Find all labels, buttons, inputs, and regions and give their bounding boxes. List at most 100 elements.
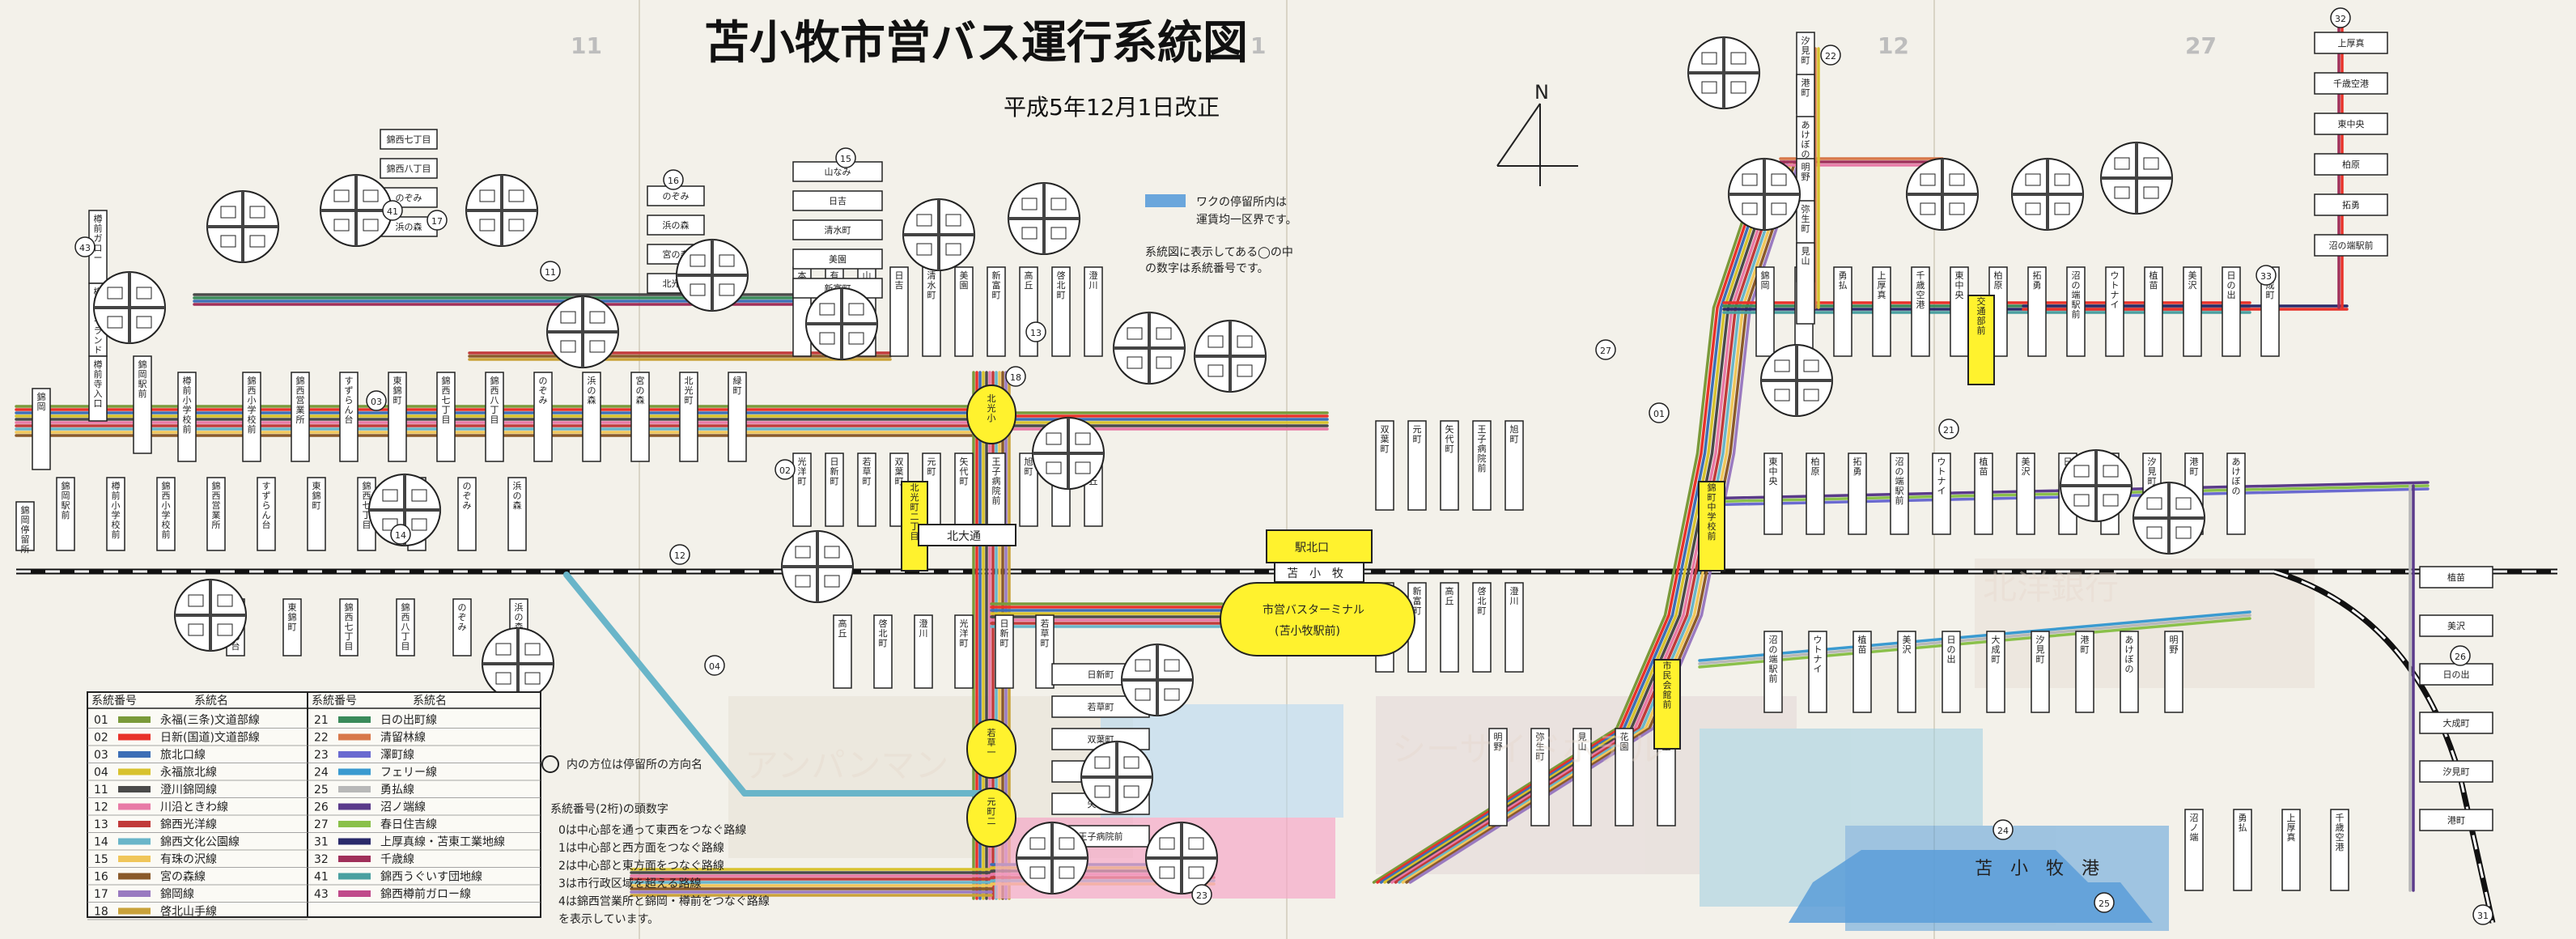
stop-name: 港町 bbox=[2081, 635, 2090, 655]
legend-swatch bbox=[338, 786, 371, 792]
stop-name: 汐見町 bbox=[2036, 634, 2045, 665]
stop-box bbox=[1932, 453, 1951, 535]
legend-route-name: 旅北口線 bbox=[160, 749, 206, 762]
stop-name: すずらん台 bbox=[262, 481, 271, 530]
stop-box bbox=[2027, 266, 2047, 357]
stop-name: 若草町 bbox=[1041, 618, 1050, 648]
stop-name: のぞみ bbox=[463, 481, 472, 511]
hub-label: 若草一 bbox=[987, 728, 996, 758]
stop-box bbox=[914, 614, 933, 689]
stop-box bbox=[15, 501, 35, 551]
stop-box bbox=[396, 598, 415, 656]
stop-box bbox=[1504, 582, 1524, 673]
legend-route-name: 上厚真線・苫東工業地線 bbox=[380, 835, 505, 849]
route-badge: 12 bbox=[669, 544, 690, 565]
stop-box bbox=[1051, 266, 1071, 357]
hub-label: 北光小 bbox=[987, 393, 996, 423]
stop-box bbox=[889, 266, 909, 357]
stop-box bbox=[2314, 72, 2388, 95]
stop-box bbox=[1035, 614, 1055, 689]
panel-number: 12 bbox=[1878, 32, 1909, 59]
stop-box bbox=[1806, 453, 1825, 535]
stop-box bbox=[56, 477, 75, 551]
stop-name: 澄川 bbox=[919, 618, 928, 639]
stop-name: 新富町 bbox=[992, 270, 1001, 300]
route-number-notes: 内の方位は停留所の方向名 系統番号(2桁)の頭数字 0は中心部を通って東西をつな… bbox=[541, 755, 770, 926]
stop-direction-inset bbox=[1008, 182, 1080, 255]
stop-box bbox=[291, 372, 310, 462]
stop-box bbox=[1763, 631, 1783, 713]
stop-name: 浜の森 bbox=[588, 376, 596, 406]
stop-box bbox=[2144, 266, 2163, 357]
stop-name: 清水町 bbox=[927, 270, 936, 300]
stop-box bbox=[792, 453, 812, 527]
route-badge: 33 bbox=[2256, 265, 2277, 286]
stop-box bbox=[1986, 631, 2005, 713]
stop-name: 双葉町 bbox=[1381, 424, 1390, 454]
legend-route-number: 11 bbox=[94, 784, 108, 797]
stop-name: 旭町 bbox=[1025, 456, 1033, 477]
ad-text: 北洋銀行 bbox=[1983, 567, 2119, 607]
route-badge: 43 bbox=[74, 236, 95, 257]
stop-box bbox=[339, 598, 359, 656]
stop-direction-inset bbox=[902, 198, 975, 271]
north-label: N bbox=[1534, 81, 1549, 104]
legend-swatch bbox=[118, 786, 151, 792]
legend-row: 23 澤町線 bbox=[308, 749, 541, 763]
legend-route-name: 澤町線 bbox=[380, 749, 414, 762]
stop-name: 樽前ガロー bbox=[94, 213, 103, 263]
legend-route-name: 永福旅北線 bbox=[160, 767, 217, 780]
stop-direction-inset bbox=[1760, 344, 1833, 417]
stop-name: 東中央 bbox=[2338, 119, 2365, 130]
stop-name: 美沢 bbox=[2188, 270, 2197, 291]
north-arrow: N bbox=[1496, 81, 1578, 186]
stop-box bbox=[679, 372, 698, 462]
stop-box bbox=[792, 190, 883, 211]
legend-route-name: 日新(国道)文道部線 bbox=[160, 732, 260, 745]
stop-name: 樽前小学校前 bbox=[112, 480, 121, 540]
stop-name: 日吉 bbox=[895, 270, 904, 291]
legend-route-number: 23 bbox=[314, 749, 329, 762]
stop-name: あけぼの bbox=[2232, 457, 2241, 496]
stop-name: 日新町 bbox=[830, 457, 839, 486]
legend-swatch bbox=[118, 821, 151, 827]
stop-name: 植苗 bbox=[1858, 634, 1867, 655]
transfer-hub: 交通部前 bbox=[1967, 295, 1995, 385]
stop-name: 大成町 bbox=[2443, 717, 2470, 729]
legend-route-number: 41 bbox=[314, 871, 329, 884]
stop-name: 錦西七丁目 bbox=[387, 134, 431, 145]
route-line bbox=[1698, 614, 2251, 665]
legend-route-number: 03 bbox=[94, 749, 108, 762]
map-title: 苫小牧市営バス運行系統図 bbox=[704, 17, 1248, 70]
stop-name: 双葉町 bbox=[895, 457, 904, 486]
stop-name: 王子病院前 bbox=[1478, 424, 1487, 474]
stop-name: 沼の端駅前 bbox=[1769, 634, 1778, 684]
stop-box bbox=[2222, 266, 2241, 357]
legend-swatch bbox=[118, 803, 151, 810]
stop-box bbox=[2314, 234, 2388, 257]
route-badge-number: 25 bbox=[2099, 899, 2110, 909]
route-badges: 4341171615111303141204180201222721333226… bbox=[74, 7, 2493, 925]
stop-box bbox=[582, 372, 601, 462]
stop-direction-inset bbox=[2060, 449, 2133, 522]
stop-box bbox=[2419, 712, 2493, 734]
stop-boxes: 錦岡樽前ガロー樽前ハイランド樽前寺入口錦岡駅前樽前小学校前錦西小学校前錦西営業所… bbox=[15, 32, 2493, 891]
hub-label: 市民会館前 bbox=[1663, 660, 1672, 710]
stop-name: 汐見町 bbox=[1802, 35, 1810, 66]
panel-number: 27 bbox=[2185, 32, 2217, 59]
stop-box bbox=[792, 161, 883, 182]
route-badge-number: 21 bbox=[1943, 425, 1954, 436]
bus-terminal-box bbox=[1220, 582, 1415, 656]
stop-name: 植苗 bbox=[1980, 456, 1988, 477]
stop-name: 千歳空港 bbox=[2333, 78, 2369, 89]
route-badge: 17 bbox=[427, 210, 448, 231]
legend-route-number: 02 bbox=[94, 732, 108, 745]
stop-box bbox=[1942, 631, 1961, 713]
stop-direction-inset bbox=[781, 530, 854, 603]
route-badge: 22 bbox=[1820, 45, 1841, 66]
